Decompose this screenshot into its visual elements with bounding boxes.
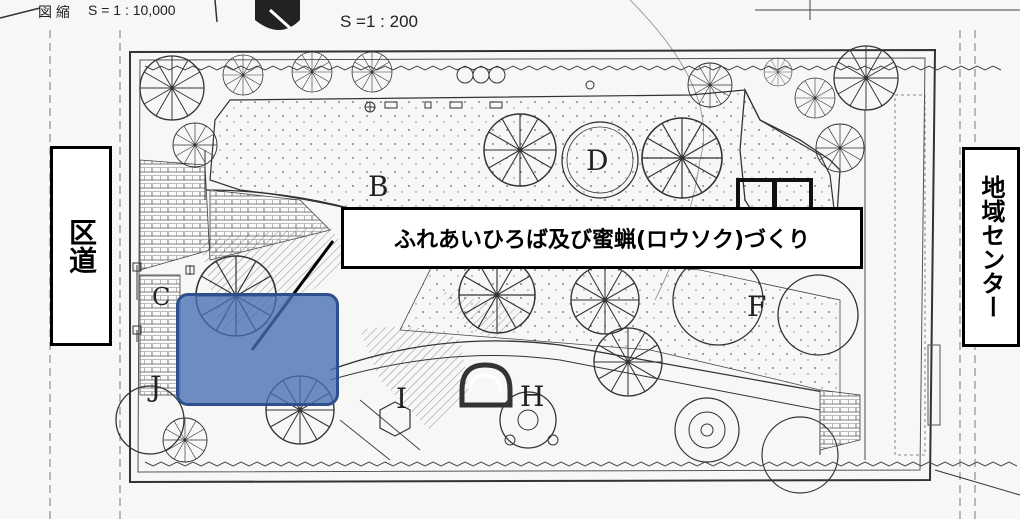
activity-area-highlight xyxy=(176,293,339,406)
community-center-label: 地域センター xyxy=(962,147,1020,347)
overview-scale: S = 1 : 10,000 xyxy=(88,2,176,18)
zone-label-f: F xyxy=(747,290,767,323)
zone-label-h: H xyxy=(520,380,545,413)
zone-label-b: B xyxy=(368,170,389,203)
zone-label-i: I xyxy=(396,382,408,415)
zone-label-j: J xyxy=(150,370,162,403)
zone-label-d: D xyxy=(586,144,609,177)
ward-road-label: 区道 xyxy=(50,146,112,346)
corner-fragment-text: 図 縮 xyxy=(38,4,70,20)
zone-label-c: C xyxy=(152,283,171,311)
activity-callout-label: ふれあいひろば及び蜜蝋(ロウソク)づくり xyxy=(341,207,863,269)
plan-scale: S =1 : 200 xyxy=(340,12,418,31)
